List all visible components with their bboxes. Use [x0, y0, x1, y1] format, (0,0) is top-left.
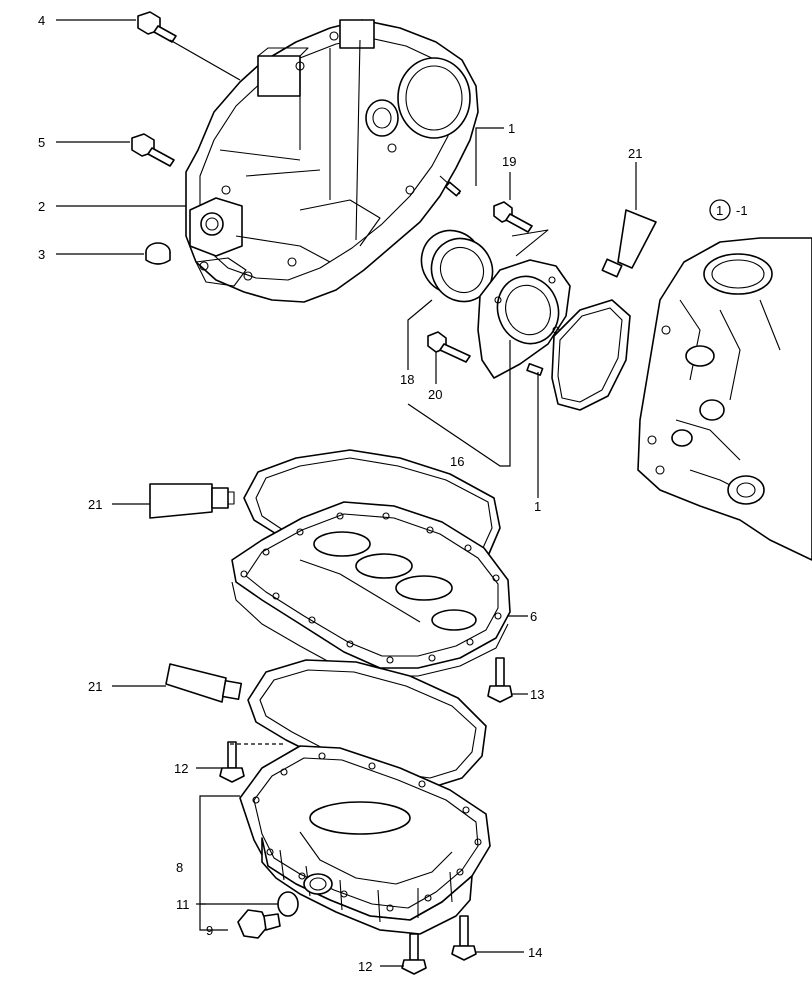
callout-2: 2 [38, 199, 45, 214]
callout-14: 14 [528, 945, 542, 960]
oil-seal-18 [420, 229, 494, 303]
leader-lines [56, 19, 637, 967]
callout-circle-1 [709, 199, 731, 221]
washer-11 [277, 891, 299, 917]
callout-12-lower: 12 [358, 959, 372, 974]
callout-1-top: 1 [508, 121, 515, 136]
oil-pan-8 [239, 745, 491, 935]
callout-16: 16 [450, 454, 464, 469]
callout-6: 6 [530, 609, 537, 624]
bolt-19-path [511, 229, 549, 257]
gasket-rear [551, 299, 631, 411]
callout-8: 8 [176, 860, 183, 875]
bolt-13 [487, 657, 513, 703]
bolt-20 [427, 331, 471, 363]
bolt-4 [137, 11, 177, 43]
callout-13: 13 [530, 687, 544, 702]
callout-3: 3 [38, 247, 45, 262]
bolt-12-lower [401, 933, 427, 975]
sealant-tube-middle [149, 483, 235, 519]
cylinder-block [637, 237, 812, 561]
callout-20: 20 [428, 387, 442, 402]
bolt-12-upper [219, 741, 245, 783]
seal-housing-16 [477, 259, 571, 379]
sealant-tube-lower [165, 663, 243, 703]
callout-11: 11 [176, 897, 190, 912]
bolt-5 [131, 133, 175, 167]
flywheel-housing [185, 19, 479, 303]
callout-1-suffix: -1 [736, 203, 748, 218]
callout-21-middle: 21 [88, 497, 102, 512]
bolt-19 [493, 201, 533, 233]
callout-21-lower: 21 [88, 679, 102, 694]
sealant-tube-top [601, 209, 657, 278]
callout-labels: 4 5 2 3 1 19 21 1 -1 18 20 16 1 21 6 13 … [38, 13, 748, 974]
callout-5: 5 [38, 135, 45, 150]
drain-plug-9 [237, 909, 281, 939]
callout-21-top: 21 [628, 146, 642, 161]
callout-9: 9 [206, 923, 213, 938]
dowel-pin [526, 362, 544, 376]
plug-3 [145, 242, 171, 265]
callout-12-upper: 12 [174, 761, 188, 776]
oil-pan-adapter-6 [231, 501, 511, 677]
callout-19: 19 [502, 154, 516, 169]
callout-1-lower: 1 [534, 499, 541, 514]
callout-1-circled: 1 [716, 203, 723, 218]
callout-18: 18 [400, 372, 414, 387]
callout-4: 4 [38, 13, 45, 28]
bolt-14 [451, 915, 477, 961]
